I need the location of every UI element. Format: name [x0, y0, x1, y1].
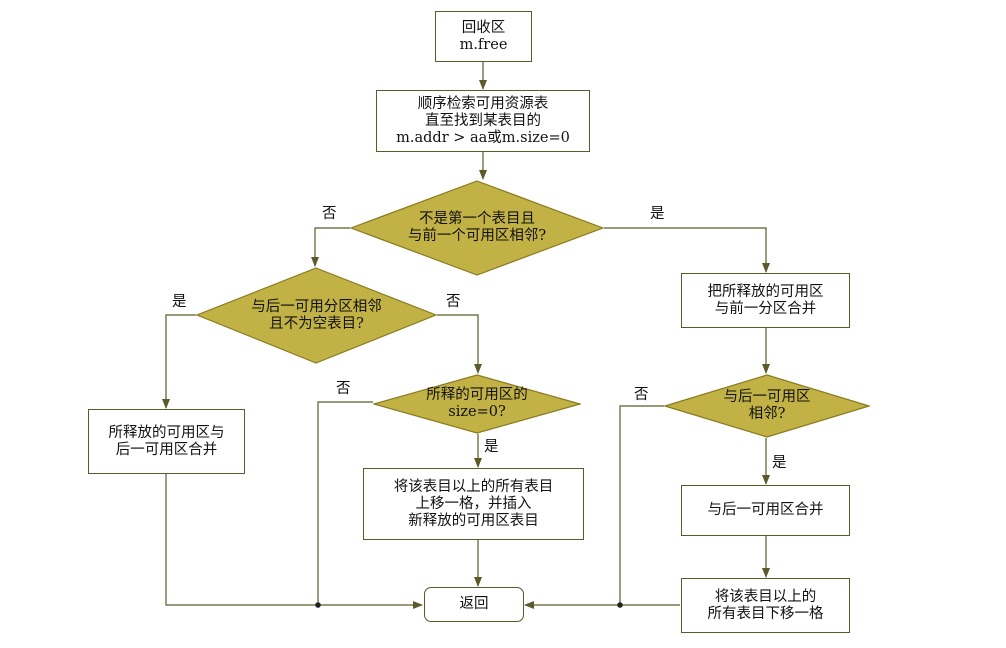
- label-size-yes: 是: [484, 439, 499, 455]
- shift-down-node: 将该表目以上的 所有表目下移一格: [681, 578, 850, 633]
- label-nonempty-yes: 是: [172, 294, 187, 310]
- edge-d1-no: [311, 227, 350, 267]
- label-prev-yes: 是: [650, 206, 665, 222]
- decision-next-nonempty: 与后一可用分区相邻 且不为空表目?: [196, 267, 437, 364]
- junction-right: [617, 602, 623, 608]
- junction-left: [315, 602, 321, 608]
- label-size-no: 否: [336, 381, 351, 397]
- decision-size-zero: 所释的可用区的 size=0?: [373, 374, 581, 434]
- label-right-no: 否: [634, 387, 649, 403]
- edge-mergeleft-return: [165, 474, 423, 609]
- label-nonempty-no: 否: [446, 294, 461, 310]
- shift-up-insert-node: 将该表目以上的所有表目 上移一格，并插入 新释放的可用区表目: [363, 468, 584, 540]
- start-node: 回收区 m.free: [435, 11, 532, 62]
- merge-prev-node: 把所释放的可用区 与前一分区合并: [681, 273, 850, 328]
- decision-next-adjacent-right: 与后一可用区 相邻?: [664, 374, 870, 438]
- edge-nonempty-no: [437, 314, 482, 374]
- search-node: 顺序检索可用资源表 直至找到某表目的 m.addr > aa或m.size=0: [376, 90, 590, 152]
- edge-d1-yes: [604, 227, 770, 273]
- edge-nonempty-yes: [162, 314, 196, 409]
- label-prev-no: 否: [322, 206, 337, 222]
- return-node: 返回: [424, 587, 524, 622]
- edge-dright-no: [619, 405, 664, 605]
- edge-size-no: [317, 401, 373, 605]
- decision-prev-adjacent: 不是第一个表目且 与前一个可用区相邻?: [350, 180, 604, 276]
- label-right-yes: 是: [772, 455, 787, 471]
- merge-with-next-left-node: 所释放的可用区与 后一可用区合并: [88, 409, 245, 474]
- merge-next-right-node: 与后一可用区合并: [681, 485, 850, 536]
